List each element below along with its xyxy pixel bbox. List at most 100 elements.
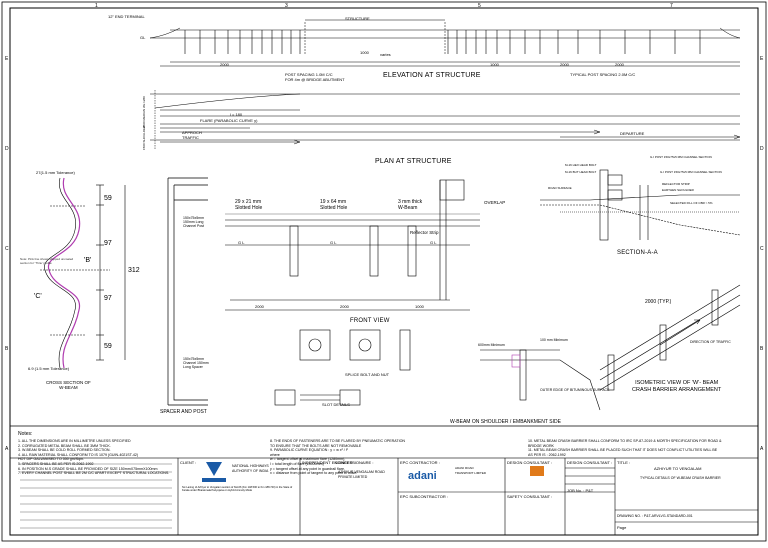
plan-title: PLAN AT STRUCTURE [375,158,452,165]
svg-text:7: 7 [670,3,673,9]
svg-text:C: C [5,246,9,252]
page-label: Page [617,525,627,530]
note-4: 4. ALL RAW MATERIAL SHALL CONFORM TO IS … [18,452,139,457]
svg-text:2000: 2000 [615,62,625,67]
note-9c: l = total length of flare (14000mm) [270,461,324,466]
design-consultant-label-2: DESIGN CONSULTANT : [567,460,613,465]
concessionaire-label: CONCESSIONAIRE : [335,460,374,465]
flare-plan-strip [150,90,741,150]
independent-engineer-label: INDEPENDENT ENGINEER : [302,460,355,465]
shoulder-title: W-BEAM ON SHOULDER / EMBANKMENT SIDE [450,419,561,425]
svg-text:C: C [760,246,764,252]
traffic-direction-label: DIRECTION OF TRAFFIC [690,340,731,344]
svg-text:5: 5 [478,3,481,9]
slotted-hole-1: 29 x 21 mm Slotted Hole [235,199,263,211]
cross-section-drawing [40,177,126,369]
sec-label-2: M-16 BUT HEAD BOLT [565,170,597,174]
note-9e: x = distance from point of tangent to an… [270,471,357,476]
slotted-hole-2: 19 x 64 mm Slotted Hole [320,199,348,211]
svg-text:A: A [5,446,9,452]
title-label: TITLE : [617,460,631,465]
sec-label-6: ROAD SURFACE [548,186,572,190]
svg-text:E: E [760,56,764,62]
notes-left: 1. ALL THE DIMENSIONS ARE IN MILLIMETRE … [18,439,258,476]
wsp-logo [530,466,544,476]
typical-spacing-label: TYPICAL POST SPACING 2.0M C/C [570,72,636,77]
svg-text:2000: 2000 [255,304,265,309]
flare-side-labels: Wx 1280 2500 MEDIAN 1500 SHOULDER [142,96,146,150]
notes-middle: 8. THE ENDS OF FASTENERS ARE TO BE FLARE… [270,439,510,476]
post-spacing-label: POST SPACING 1.0M C/C FOR 4m @ BRIDGE AB… [285,72,345,82]
structure-label: STRUCTURE [345,16,370,21]
elevation-drawing [149,19,741,67]
job-number: JOB No. : P&T [567,488,594,493]
dim-59-bot: 59 [104,343,112,350]
svg-text:2000: 2000 [560,62,570,67]
departure-label: DEPARTURE [620,131,645,136]
project-description: Six Laning of Azhiyur to Vengalam sectio… [182,486,293,493]
svg-text:B: B [5,346,9,352]
end-terminal-label: 12" END TERMINAL [108,14,145,19]
note-10b: BRIDGE WORK [528,443,554,448]
note-8: 8. THE ENDS OF FASTENERS ARE TO BE FLARE… [270,439,405,443]
iso-dim-label: 2000 (TYP.) [645,299,672,305]
spacer-post-drawing [167,177,208,406]
isometric-title: ISOMETRIC VIEW OF 'W'- BEAM CRASH BARRIE… [632,380,722,393]
svg-text:1000: 1000 [360,50,370,55]
sec-label-1: M-16 HEX HEAD BOLT [565,163,597,167]
nhai-logo [202,462,226,482]
pink-line-note: Note: Pink line shows shipped uncoated s… [20,257,74,265]
svg-text:G L: G L [330,240,337,245]
svg-text:1000: 1000 [415,304,425,309]
dim-l-label: l = 180 [230,112,243,117]
dim-97-bot: 97 [104,295,112,302]
title-block-frame [9,457,759,536]
drawing-title: TYPICAL DETAILS OF W-BEAM CRASH BARRIER [640,476,721,480]
label-c: 'C' [34,293,42,300]
sec-label-3: G.I POST 150x75x5 MM CHANNEL SECTION [660,170,722,174]
label-b: 'B' [84,257,91,264]
splice-title: SPLICE BOLT AND NUT [345,372,390,377]
cross-section-title: CROSS SECTION OF W-BEAM [46,380,91,390]
gl-label-elev: GL [140,35,146,40]
svg-text:2000: 2000 [220,62,230,67]
svg-text:1500 SHOULDER: 1500 SHOULDER [142,125,146,150]
adani-logo: adani [408,470,437,482]
note-9: 9. PARABOLIC CURVE EQUATION : y = w x² /… [270,448,348,453]
shoulder-label-2: OUTER EDGE OF BITUMINOUS SURFACE [540,388,610,392]
note-4b: HOT DIP GALVANISED TO 550 gm/Sqm. [18,457,85,462]
front-view-drawing [274,329,411,406]
note-11b: AS PER IS : 2062-1992 [528,452,566,457]
concessionaire-name: AZHIYUR VENGALAM ROAD PRIVATE LIMITED [338,470,385,479]
elevation-posts [184,30,701,54]
sec-label-4: REFLECTOR STRIP [662,182,690,186]
epc-contractor-name: ADANI ROAD TRANSPORT LIMITED [455,466,487,475]
overlap-label: OVERLAP [484,200,506,205]
reflector-label: Reflector Strip [410,230,439,235]
svg-text:D: D [5,146,9,152]
section-aa-drawing [540,169,741,241]
safety-consultant-label: SAFETY CONSULTANT : [507,494,553,499]
svg-text:D: D [760,146,764,152]
dim-312: 312 [128,267,140,274]
notes-heading: Notes: [18,431,33,437]
tolerance-bottom-label: 6.9 (1.5 mm Tolerance) [28,366,70,371]
note-2: 2. CORRUGATED METAL BEAM SHALL BE 3MM TH… [18,443,111,448]
svg-text:A: A [760,446,764,452]
approach-label: APPROCH TRAFFIC [182,130,202,140]
front-view-title: FRONT VIEW [350,318,390,324]
shoulder-label-1: 100 mm Minimum [540,338,568,342]
elevation-title: ELEVATION AT STRUCTURE [383,72,481,79]
spacer-label-1: 150x75x5mm 150mm Long Channel Post [183,216,205,228]
svg-text:1: 1 [95,3,98,9]
client-name: NATIONAL HIGHWAYS AUTHORITY OF INDIA [232,464,269,473]
sec-label-7: SELECTED FILL OF CBR > 5% [670,201,713,205]
cross-section-dims: 59 97 312 97 59 'B' 'C' [34,195,140,350]
svg-text:G L: G L [238,240,245,245]
design-consultant-label: DESIGN CONSULTANT : [507,460,553,465]
svg-text:2500 MEDIAN: 2500 MEDIAN [142,109,146,128]
